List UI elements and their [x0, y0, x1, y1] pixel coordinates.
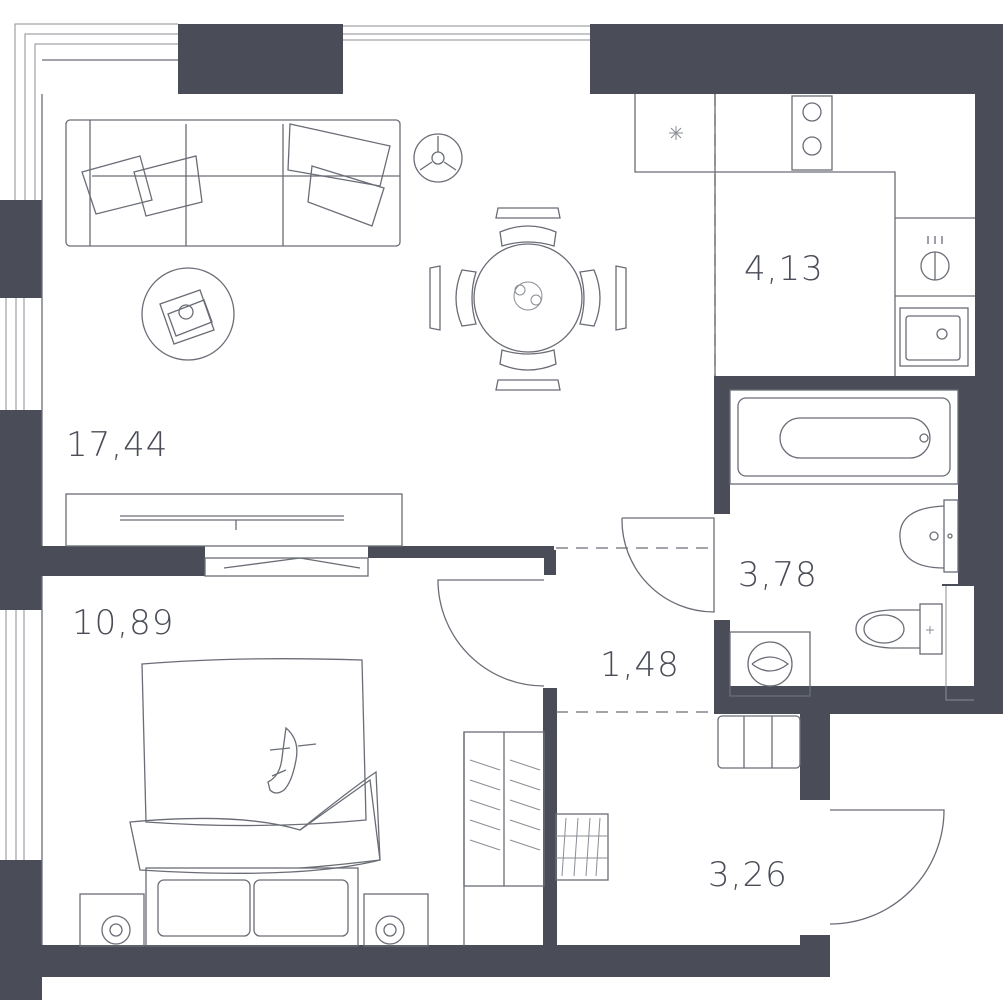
cooktop-icon	[791, 95, 833, 171]
sofa-icon	[65, 119, 401, 247]
area-labels: 17,44 4,13 10,89 3,78 1,48 3,26	[66, 249, 824, 895]
windows	[5, 23, 974, 860]
area-bathroom: 3,78	[738, 555, 818, 595]
dining-set-icon	[429, 207, 627, 391]
area-bedroom: 10,89	[72, 603, 174, 643]
kitchen-sink-icon	[899, 307, 969, 367]
sparkle-icon	[669, 126, 683, 140]
washbasin-icon	[899, 499, 959, 573]
wardrobe-icon	[463, 731, 545, 946]
area-corridor: 1,48	[600, 645, 680, 685]
tv-icon	[65, 493, 403, 547]
bedroom-tv-icon	[204, 557, 369, 577]
walls	[0, 24, 1003, 1000]
cat-icon	[267, 726, 317, 794]
doors	[437, 517, 945, 925]
washing-machine-icon	[729, 631, 811, 697]
toilet-icon	[855, 603, 943, 655]
area-hallway: 3,26	[708, 855, 788, 895]
bed-icon	[129, 658, 381, 947]
bedside-lamp-icon	[363, 893, 429, 947]
bedside-lamp-icon	[79, 893, 145, 947]
area-living-kitchen: 17,44	[66, 425, 168, 465]
area-kitchen: 4,13	[744, 249, 824, 289]
kitchen-counter	[634, 94, 975, 376]
shoe-rack-icon	[555, 813, 609, 881]
coffee-table-icon	[141, 267, 235, 361]
bathtub-icon	[729, 389, 959, 485]
floor-lamp-icon	[413, 133, 463, 183]
inner-outlines	[41, 59, 716, 945]
zone-dividers	[556, 94, 716, 713]
pouf-icon	[717, 715, 801, 769]
faucet-icon	[920, 236, 950, 281]
